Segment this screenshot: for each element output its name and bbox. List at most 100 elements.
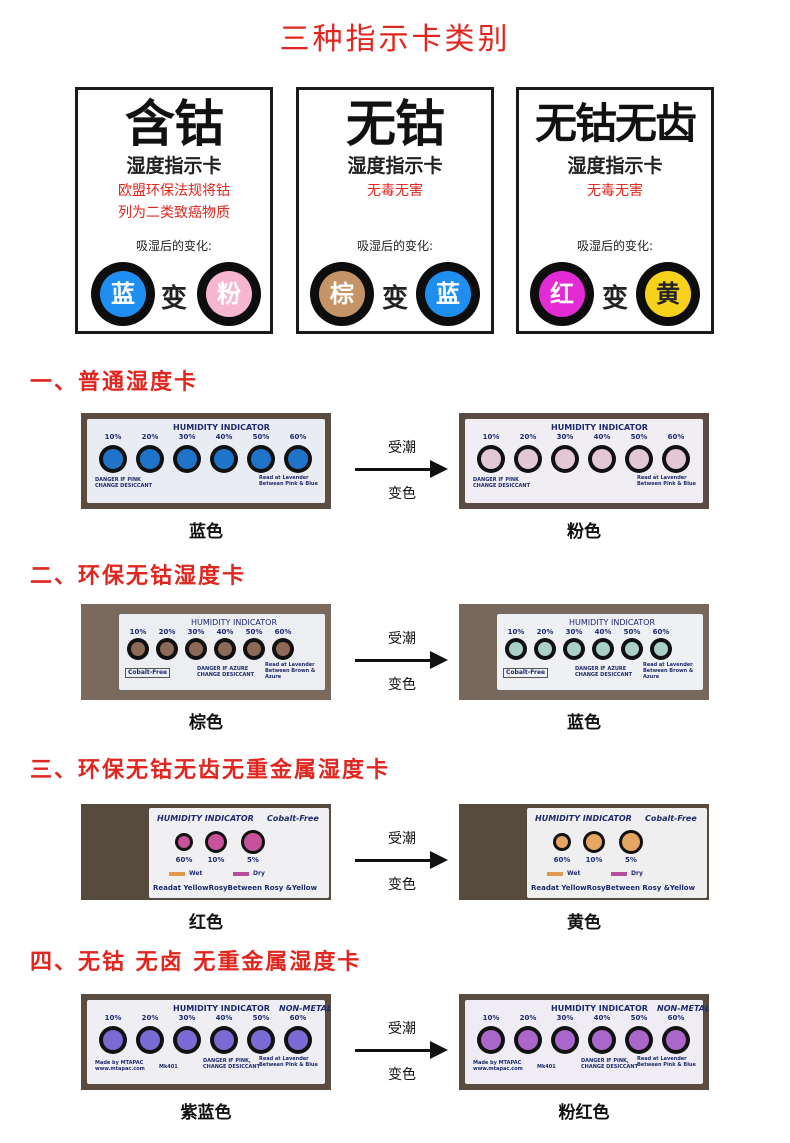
percent-label: 50% — [630, 433, 648, 441]
percent-label: 30% — [178, 433, 196, 441]
read-note: Read at Lavender Between Pink & Blue — [637, 475, 696, 487]
non-metal-tag: NON-METAL — [657, 1004, 709, 1013]
percent-label: 20% — [141, 1014, 159, 1022]
indicator-spot-color — [214, 1030, 234, 1050]
indicator-spot — [621, 638, 643, 660]
cobalt-free-tag: Cobalt-Free — [645, 814, 697, 823]
percent-label: 30% — [178, 1014, 196, 1022]
indicator-spot-color — [244, 833, 262, 851]
indicator-spot — [241, 830, 265, 854]
indicator-spot-color — [592, 449, 612, 469]
indicator-heading: HUMIDITY INDICATOR — [191, 618, 278, 627]
indicator-spot-color — [555, 449, 575, 469]
indicator-spot-color — [518, 449, 538, 469]
percent-label: 50% — [252, 433, 270, 441]
indicator-spot — [136, 1026, 164, 1054]
indicator-spot-color — [103, 449, 123, 469]
color-caption: 蓝色 — [567, 713, 601, 733]
card-note: 吸湿后的变化: — [576, 239, 654, 253]
indicator-spot — [534, 638, 556, 660]
indicator-heading: HUMIDITY INDICATOR — [535, 814, 632, 823]
arrow-line — [355, 859, 435, 862]
indicator-spot-color — [160, 642, 174, 656]
card-warning: 无毒无害 — [299, 180, 491, 202]
indicator-spot — [477, 1026, 505, 1054]
indicator-spot-color — [131, 642, 145, 656]
from-color-label: 蓝 — [100, 271, 146, 317]
indicator-heading: HUMIDITY INDICATOR — [569, 618, 656, 627]
percent-label: 40% — [215, 1014, 233, 1022]
indicator-spot-color — [247, 642, 261, 656]
indicator-heading: HUMIDITY INDICATOR — [551, 1004, 648, 1013]
from-color-dot: 棕 — [310, 262, 374, 326]
indicator-spot-color — [140, 449, 160, 469]
color-caption: 黄色 — [567, 913, 601, 933]
percent-label: 50% — [623, 628, 641, 636]
change-label: 变 — [160, 284, 187, 314]
dry-label: Dry — [631, 870, 643, 877]
indicator-spot — [619, 830, 643, 854]
read-instruction: Readat YellowRosyBetween Rosy &Yellow — [153, 884, 318, 892]
percent-label: 20% — [519, 433, 537, 441]
card-warning-line: 无毒无害 — [587, 183, 643, 199]
indicator-spot-color — [103, 1030, 123, 1050]
indicator-spot-color — [622, 833, 640, 851]
from-color-dot: 红 — [530, 262, 594, 326]
color-caption: 蓝色 — [189, 522, 223, 542]
card-cobalt-free: 无钴 湿度指示卡 无毒无害 吸湿后的变化: 棕 变 蓝 — [296, 87, 494, 334]
card-cobalt-free-dye-free: 无钴无齿 湿度指示卡 无毒无害 吸湿后的变化: 红 变 黄 — [516, 87, 714, 334]
indicator-spot-color — [288, 449, 308, 469]
color-caption: 红色 — [189, 913, 223, 933]
card-warning: 无毒无害 — [519, 180, 711, 202]
indicator-spot — [625, 445, 653, 473]
change-label: 变 — [601, 284, 628, 314]
indicator-spot-color — [629, 1030, 649, 1050]
non-metal-tag: NON-METAL — [279, 1004, 331, 1013]
percent-label: 40% — [593, 433, 611, 441]
indicator-spot — [214, 638, 236, 660]
percent-label: 60% — [289, 1014, 307, 1022]
percent-label: 10% — [482, 433, 500, 441]
indicator-spot — [175, 833, 193, 851]
percent-label: 10% — [507, 628, 525, 636]
percent-label: 20% — [158, 628, 176, 636]
arrow-line — [355, 468, 435, 471]
change-arrow: 受潮变色 — [352, 626, 452, 696]
indicator-spot-color — [629, 449, 649, 469]
color-caption: 棕色 — [189, 713, 223, 733]
danger-note: DANGER IF PINK, CHANGE DESICCANT — [581, 1058, 638, 1070]
card-subtitle: 湿度指示卡 — [567, 155, 663, 177]
percent-label: 60% — [553, 856, 571, 864]
percent-label: 40% — [593, 1014, 611, 1022]
indicator-spot-color — [586, 834, 602, 850]
card-big-title: 无钴 — [346, 94, 445, 153]
indicator-spot — [588, 1026, 616, 1054]
indicator-spot-color — [178, 836, 190, 848]
indicator-spot — [592, 638, 614, 660]
indicator-spot — [272, 638, 294, 660]
indicator-spot — [173, 445, 201, 473]
danger-note: DANGER IF PINK CHANGE DESICCANT — [473, 477, 530, 489]
arrow-label-change: 变色 — [388, 877, 416, 893]
indicator-heading: HUMIDITY INDICATOR — [173, 1004, 270, 1013]
indicator-spot — [583, 831, 605, 853]
indicator-spot-color — [596, 642, 610, 656]
to-color-dot: 蓝 — [416, 262, 480, 326]
percent-label: 20% — [519, 1014, 537, 1022]
indicator-spot-color — [218, 642, 232, 656]
to-color-label: 黄 — [645, 271, 691, 317]
card-big-title: 含钴 — [125, 94, 224, 153]
percent-label: 60% — [667, 433, 685, 441]
percent-label: 10% — [129, 628, 147, 636]
cobalt-free-label: Cobalt-Free — [125, 668, 171, 678]
danger-note: DANGER IF AZURE CHANGE DESICCANT — [575, 666, 632, 678]
arrow-label-damp: 受潮 — [388, 1021, 416, 1037]
page-title: 三种指示卡类别 — [279, 22, 511, 57]
indicator-spot-color — [177, 449, 197, 469]
percent-label: 10% — [585, 856, 603, 864]
